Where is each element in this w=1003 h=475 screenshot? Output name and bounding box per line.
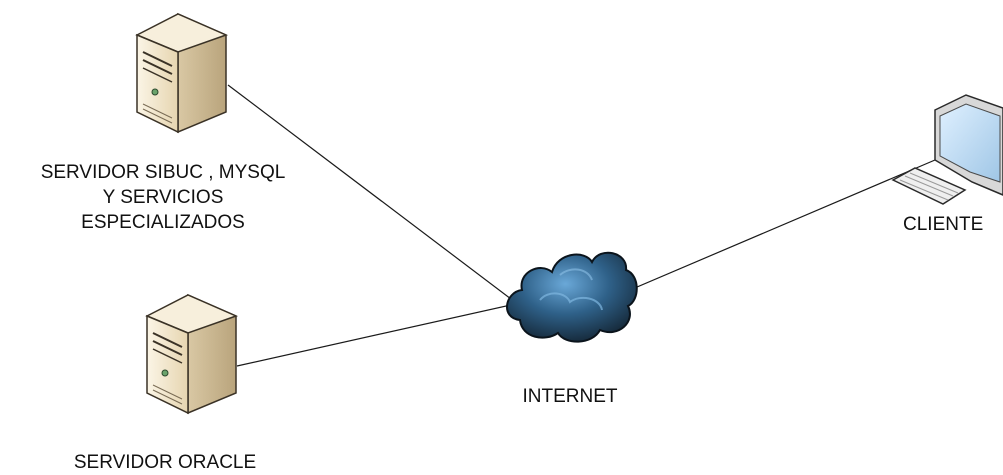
- server-sibuc-label-line-2: Y SERVICIOS: [102, 187, 224, 208]
- connection-sibuc-internet: [227, 84, 516, 303]
- server-oracle-label: SERVIDOR ORACLE: [73, 452, 257, 473]
- client-computer-icon: [891, 94, 1003, 205]
- internet-cloud-icon: [506, 251, 638, 343]
- client-label: CLIENTE: [903, 214, 984, 235]
- connections: [227, 84, 936, 367]
- internet-label: INTERNET: [522, 386, 618, 407]
- connection-internet-client: [629, 159, 936, 291]
- connection-oracle-internet: [236, 303, 516, 367]
- server-sibuc-label-line-1: SERVIDOR SIBUC , MYSQL: [40, 162, 286, 183]
- server-sibuc-label-line-3: ESPECIALIZADOS: [81, 212, 245, 233]
- server-oracle-icon: [145, 293, 239, 415]
- server-sibuc-icon: [135, 12, 229, 134]
- server-sibuc-label: SERVIDOR SIBUC , MYSQL Y SERVICIOS ESPEC…: [0, 160, 326, 235]
